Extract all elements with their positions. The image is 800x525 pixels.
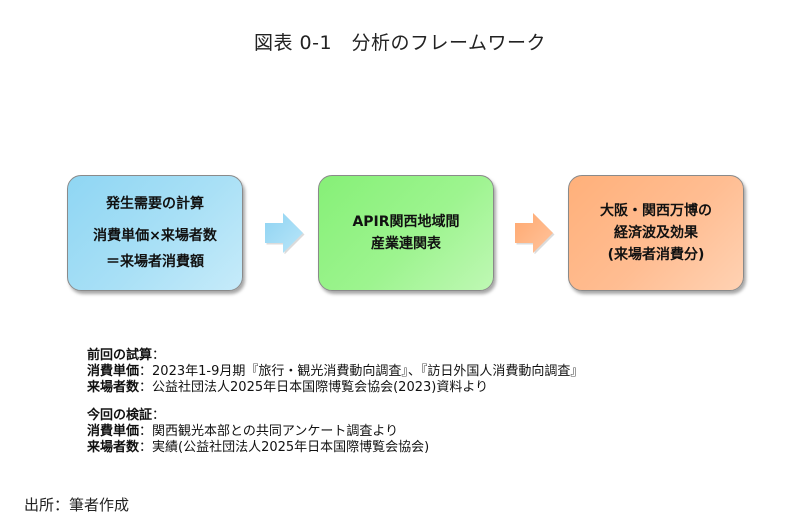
source-note: 出所：筆者作成 [24, 496, 130, 514]
note-value: 関西観光本部との共同アンケート調査より [152, 424, 399, 439]
note-label: 来場者数 [87, 440, 140, 455]
separator: ： [152, 348, 166, 363]
right-arrow-icon [515, 213, 555, 254]
economic-effect-box: 大阪・関西万博の 経済波及効果 (来場者消費分) [568, 175, 744, 291]
box-line: ＝来場者消費額 [106, 254, 204, 271]
box-line: 消費単価×来場者数 [93, 227, 217, 244]
demand-calculation-box: 発生需要の計算 消費単価×来場者数 ＝来場者消費額 [67, 175, 243, 291]
current-verification-notes: 今回の検証： 消費単価：関西観光本部との共同アンケート調査より 来場者数：実績(… [87, 408, 583, 456]
separator: ： [152, 408, 166, 423]
box-line: 産業連関表 [371, 236, 441, 252]
box-line: 経済波及効果 [614, 224, 698, 241]
note-value: 実績(公益社団法人2025年日本国際博覧会協会) [152, 440, 430, 455]
note-label: 来場者数 [87, 380, 140, 395]
box-line: (来場者消費分) [607, 247, 705, 264]
box-line: 大阪・関西万博の [600, 202, 712, 219]
box-line: 発生需要の計算 [106, 195, 204, 212]
right-arrow-icon [265, 213, 305, 254]
note-value: 公益社団法人2025年日本国際博覧会協会(2023)資料より [152, 380, 489, 395]
note-heading: 前回の試算 [87, 348, 153, 363]
figure-title: 図表 0-1 分析のフレームワーク [253, 32, 546, 54]
io-table-box: APIR関西地域間 産業連関表 [318, 175, 494, 291]
separator: ： [139, 440, 153, 455]
notes: 前回の試算： 消費単価：2023年1-9月期『旅行・観光消費動向調査』、『訪日外… [87, 348, 583, 468]
separator: ： [139, 424, 153, 439]
box-line: APIR関西地域間 [352, 213, 460, 230]
note-label: 消費単価 [87, 364, 140, 379]
note-value: 2023年1-9月期『旅行・観光消費動向調査』、『訪日外国人消費動向調査』 [152, 364, 584, 379]
note-label: 消費単価 [87, 424, 140, 439]
previous-estimate-notes: 前回の試算： 消費単価：2023年1-9月期『旅行・観光消費動向調査』、『訪日外… [87, 348, 583, 396]
separator: ： [139, 380, 153, 395]
separator: ： [139, 364, 153, 379]
note-heading: 今回の検証 [87, 408, 153, 423]
